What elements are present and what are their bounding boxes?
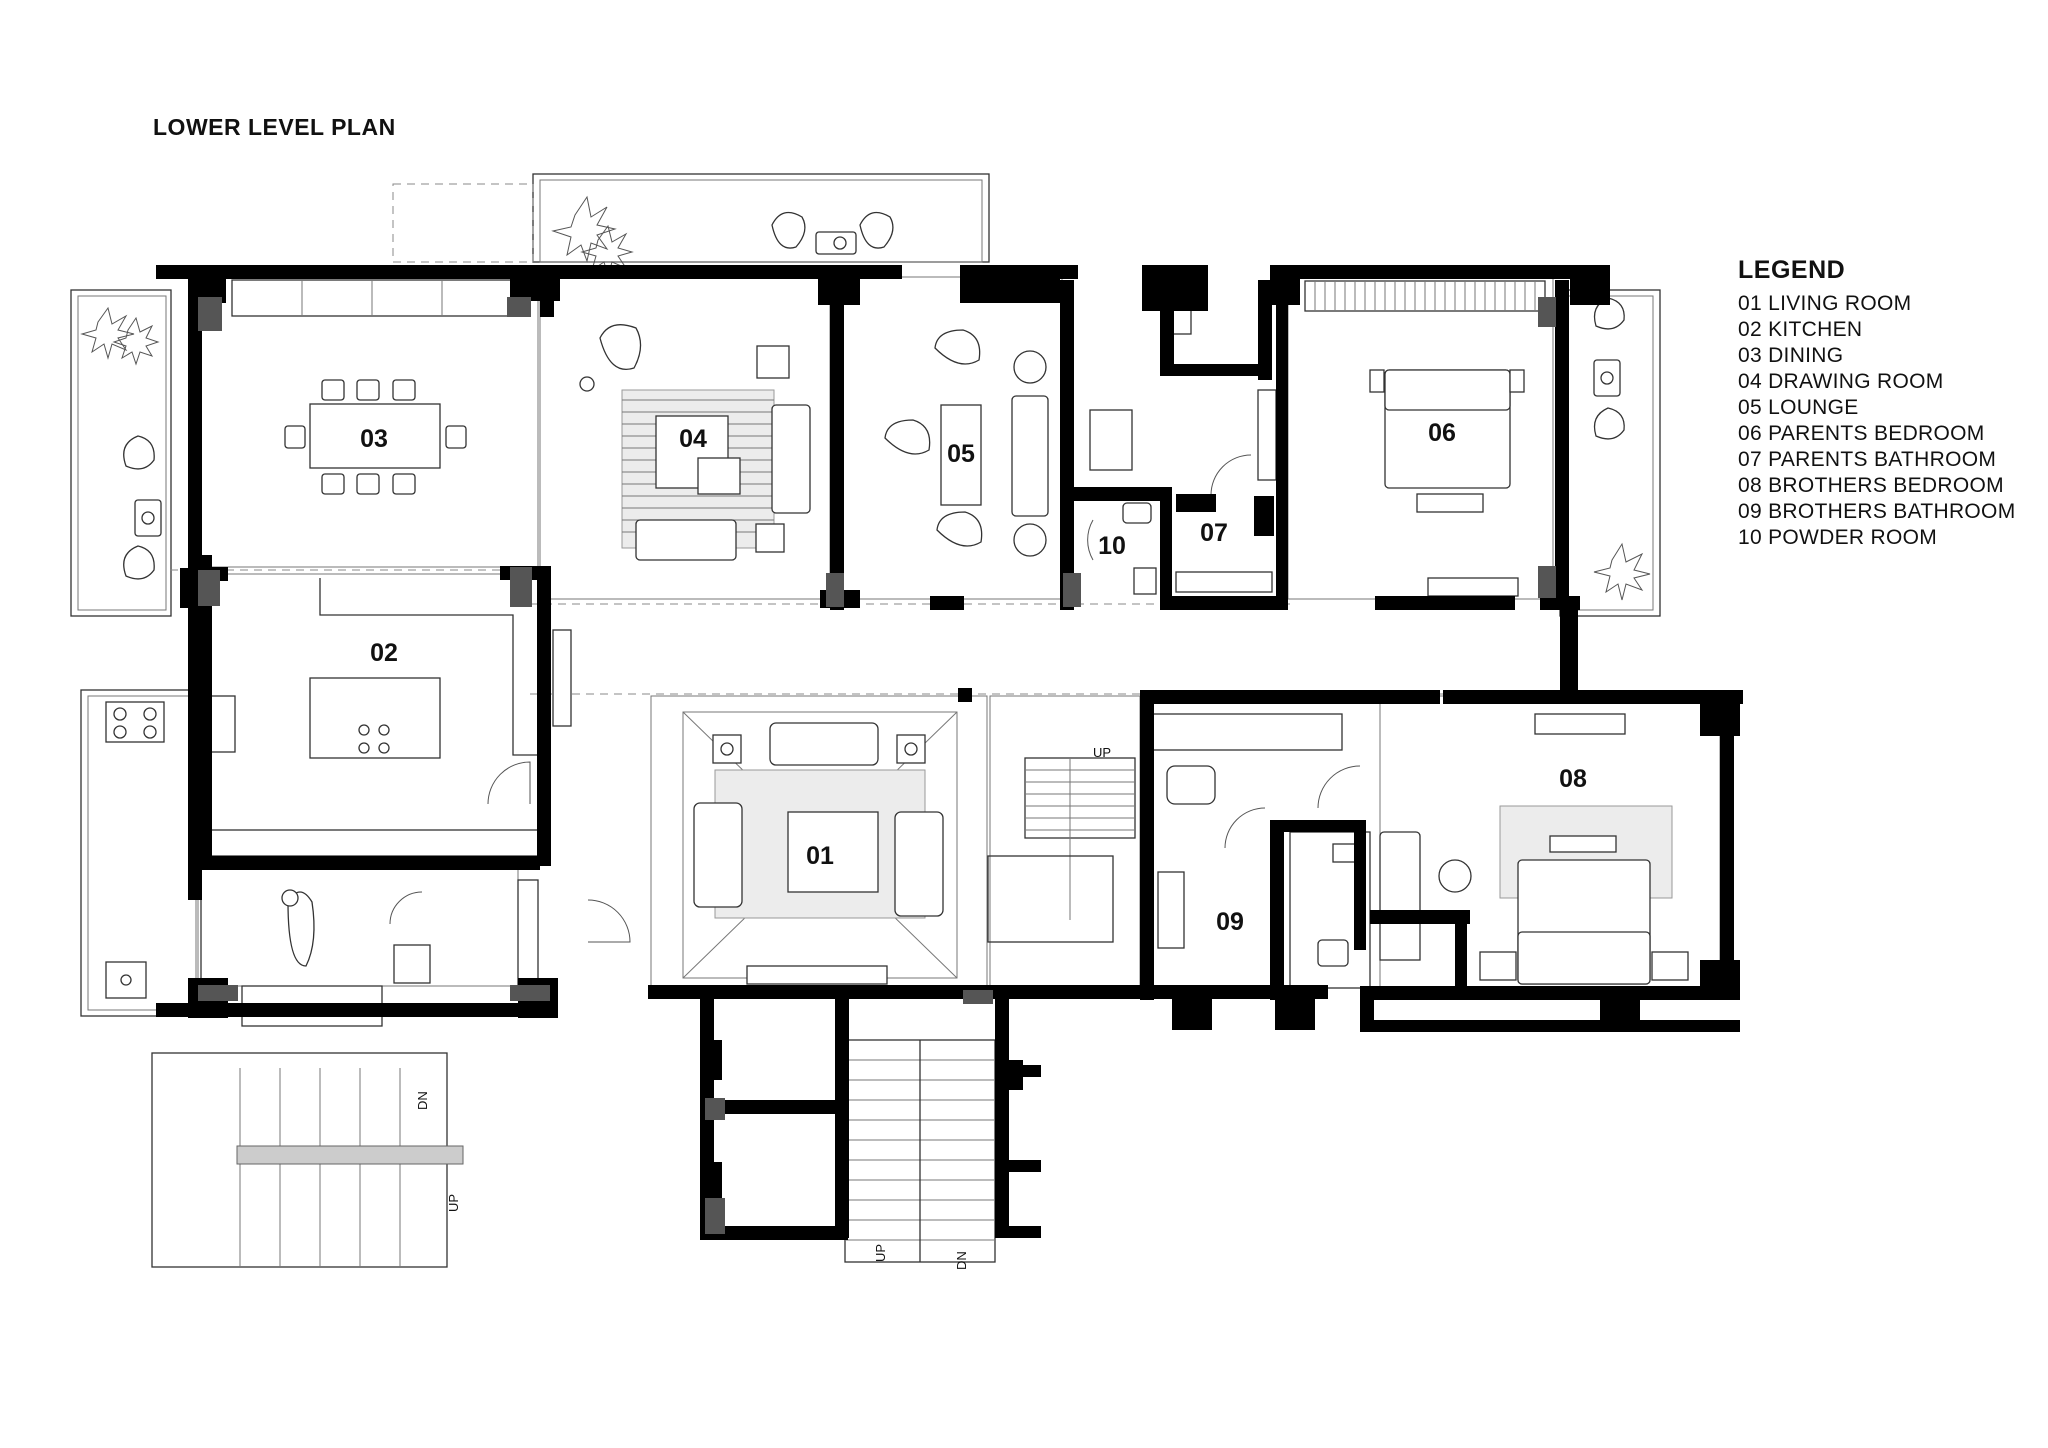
stair-up-label: UP: [1093, 745, 1111, 760]
legend-title: LEGEND: [1738, 256, 1846, 284]
armchair-icon: [579, 324, 642, 392]
stair-dn-label: DN: [415, 1091, 430, 1110]
room-label-drawing-room: 04: [679, 425, 707, 453]
brothers-bedroom-furniture: [1317, 713, 1689, 985]
legend-item-parents-bedroom: 06 PARENTS BEDROOM: [1738, 422, 1985, 445]
parents-bathroom-fixtures: [1087, 287, 1277, 595]
terrace-chair-icon: [123, 435, 162, 580]
cooktop-icon: [358, 724, 390, 754]
drawing-room-furniture: [579, 324, 811, 561]
plant-icon: [1593, 542, 1651, 601]
stair-up-label: UP: [446, 1194, 461, 1212]
parents-bedroom-furniture: [1304, 280, 1546, 597]
room-label-brothers-bathroom: 09: [1216, 908, 1244, 936]
terrace-chair-icon: [1593, 297, 1625, 440]
columns: [198, 297, 1556, 1234]
main-staircase: UP: [987, 745, 1136, 943]
left-terrace: [70, 289, 172, 617]
lounge-furniture: [884, 329, 1049, 557]
room-label-living-room: 01: [806, 842, 834, 870]
legend-list: 01 LIVING ROOM 02 KITCHEN 03 DINING 04 D…: [1738, 291, 2015, 551]
wardrobe-slats: [1314, 281, 1536, 311]
room-label-parents-bedroom: 06: [1428, 419, 1456, 447]
plant-icon: [551, 195, 634, 278]
legend-item-powder-room: 10 POWDER ROOM: [1738, 526, 1938, 549]
legend: LEGEND 01 LIVING ROOM 02 KITCHEN 03 DINI…: [1738, 256, 2015, 551]
room-labels: 03 04 05 06 07 10 02 01 08 09: [360, 419, 1587, 936]
room-label-kitchen: 02: [370, 639, 398, 667]
room-label-brothers-bedroom: 08: [1559, 765, 1587, 793]
kitchen-furniture: [197, 578, 572, 857]
plan-title: LOWER LEVEL PLAN: [153, 114, 396, 140]
top-terrace: [392, 173, 990, 278]
room-label-dining: 03: [360, 425, 388, 453]
legend-item-brothers-bathroom: 09 BROTHERS BATHROOM: [1738, 500, 2016, 523]
terrace-chair-icon: [771, 211, 894, 255]
legend-item-lounge: 05 LOUNGE: [1738, 396, 1859, 419]
plant-icon: [80, 306, 160, 366]
room-label-powder-room: 10: [1098, 532, 1126, 560]
lower-center-staircase: UP DN: [844, 1039, 996, 1270]
dining-table: [231, 279, 513, 495]
stair-dn-label: DN: [954, 1251, 969, 1270]
stair-up-label: UP: [873, 1244, 888, 1262]
room-label-parents-bathroom: 07: [1200, 519, 1228, 547]
room-label-lounge: 05: [947, 440, 975, 468]
legend-item-kitchen: 02 KITCHEN: [1738, 318, 1863, 341]
legend-item-brothers-bedroom: 08 BROTHERS BEDROOM: [1738, 474, 2004, 497]
left-utility: [80, 689, 202, 1017]
legend-item-living-room: 01 LIVING ROOM: [1738, 292, 1912, 315]
legend-item-drawing-room: 04 DRAWING ROOM: [1738, 370, 1944, 393]
living-room-furniture: [587, 711, 958, 985]
legend-item-dining: 03 DINING: [1738, 344, 1844, 367]
right-terrace: [1559, 289, 1661, 617]
legend-item-parents-bathroom: 07 PARENTS BATHROOM: [1738, 448, 1997, 471]
cooktop-icon: [105, 701, 165, 743]
brothers-bathroom-fixtures: [1151, 713, 1371, 989]
lower-left-staircase: DN UP: [151, 1052, 464, 1268]
